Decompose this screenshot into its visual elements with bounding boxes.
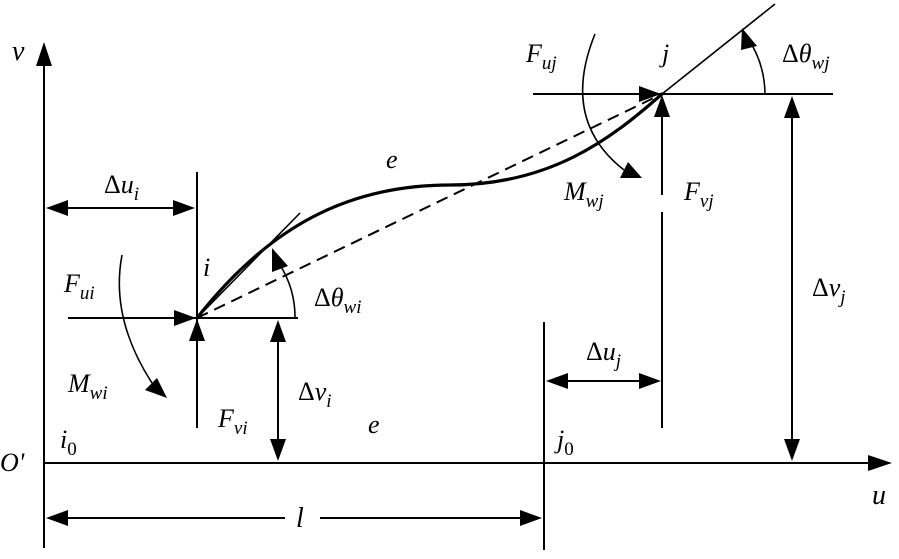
force-Fui-label: Fui <box>63 269 95 304</box>
delta-v-i-dimension <box>270 320 286 461</box>
delta-u-j-label: Δuj <box>586 337 621 372</box>
node-j0-label: j0 <box>554 425 574 460</box>
tangent-line-i <box>196 212 301 319</box>
moment-Mwi-arrow <box>118 254 167 398</box>
v-axis <box>36 42 52 548</box>
rotation-j-arc <box>741 28 766 95</box>
deformed-element-label: e <box>386 145 398 174</box>
moment-Mwj-arrow <box>581 33 642 178</box>
chord-line <box>196 93 663 319</box>
v-axis-label: v <box>12 36 25 67</box>
u-axis <box>44 455 892 471</box>
force-Fvi-arrow <box>189 319 205 341</box>
delta-u-j-dimension <box>546 373 661 389</box>
delta-v-i-label: Δvi <box>298 377 332 412</box>
moment-Mwi-label: Mwi <box>67 369 108 404</box>
deformed-element-curve <box>195 92 664 320</box>
node-i-label: i <box>203 253 210 282</box>
node-j-label: j <box>659 39 669 68</box>
delta-u-i-dimension <box>46 200 195 216</box>
length-dimension <box>46 510 542 526</box>
origin-label: O' <box>0 448 25 477</box>
delta-theta-i-label: Δθwi <box>314 283 361 318</box>
node-j-tangent-line <box>661 3 776 95</box>
force-Fvj-label: Fvj <box>683 177 714 212</box>
delta-theta-j-label: Δθwj <box>782 39 829 74</box>
length-label: l <box>296 503 304 534</box>
node-i0-label: i0 <box>60 425 77 460</box>
moment-Mwj-label: Mwj <box>563 177 604 212</box>
u-axis-label: u <box>872 480 886 511</box>
delta-v-j-dimension <box>784 96 800 461</box>
force-Fvj-arrow <box>654 95 670 428</box>
force-Fuj-label: Fuj <box>525 39 557 74</box>
force-Fui-arrow <box>174 310 196 326</box>
delta-v-j-label: Δvj <box>812 273 846 308</box>
rotation-i-arc <box>272 248 296 319</box>
force-Fuj-arrow <box>639 86 661 102</box>
force-Fvi-label: Fvi <box>217 404 248 439</box>
undeformed-element-label: e <box>368 410 380 439</box>
delta-u-i-label: Δui <box>104 170 139 205</box>
